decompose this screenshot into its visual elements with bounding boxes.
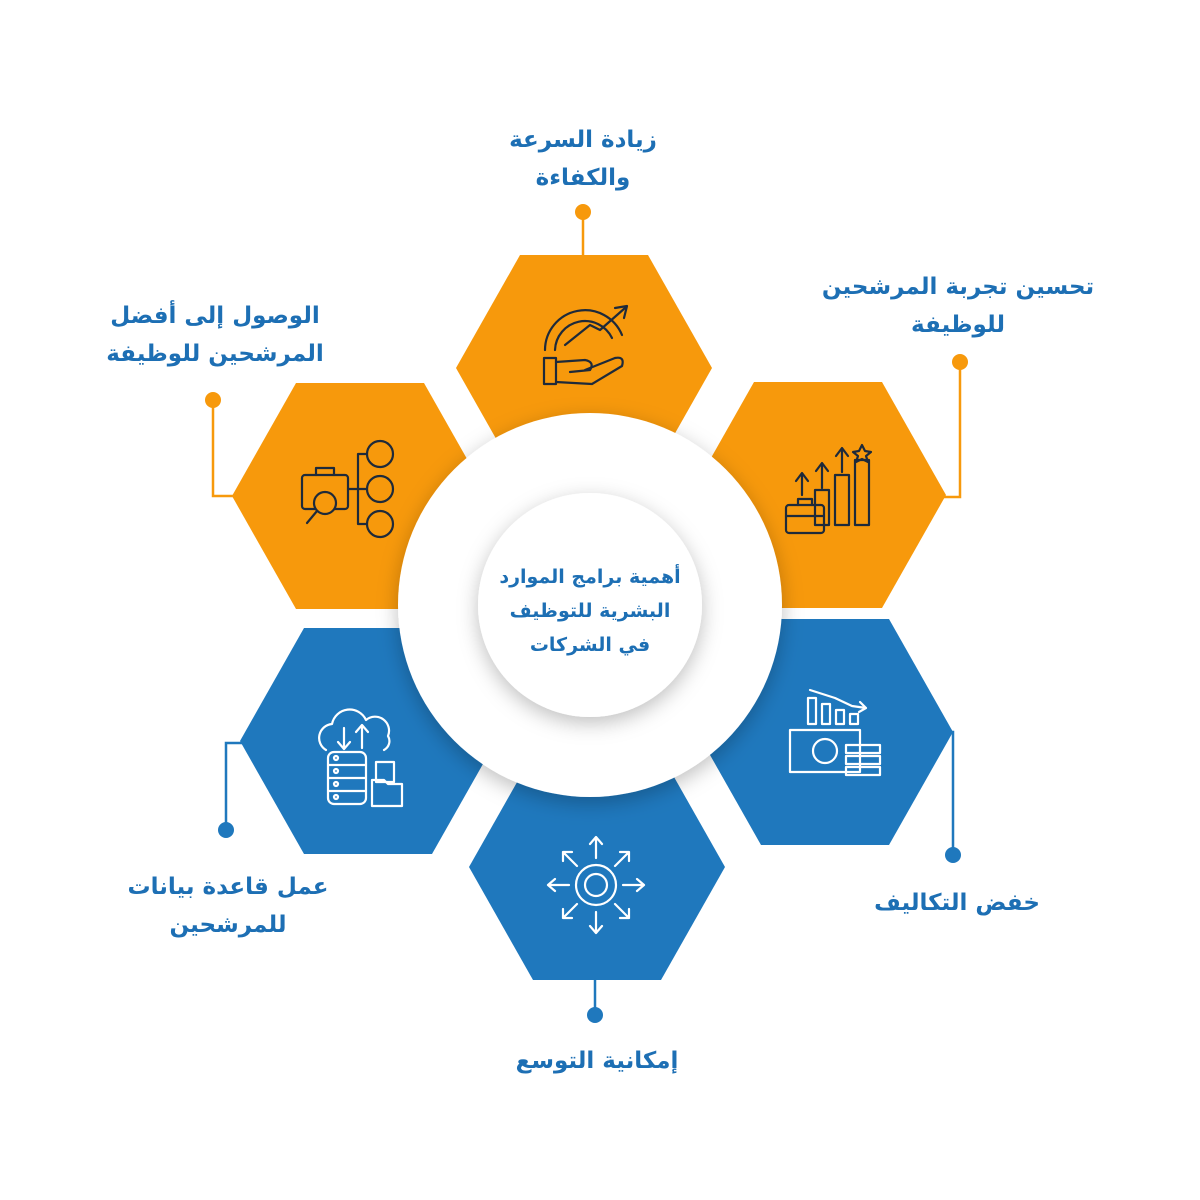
label-candidate-database: عمل قاعدة بيانات للمرشحين	[128, 868, 329, 944]
label-line: زيادة السرعة	[509, 127, 657, 153]
label-line: تحسين تجربة المرشحين	[821, 274, 1095, 300]
label-line: إمكانية التوسع	[515, 1048, 679, 1074]
connector-bottom-right	[945, 730, 955, 855]
center-circle	[478, 493, 702, 717]
label-line: للوظيفة	[910, 312, 1005, 338]
connector-bottom-left	[224, 741, 250, 830]
dot-top-right	[952, 354, 968, 370]
center-title: أهمية برامج الموارد البشرية للتوظيف في ا…	[499, 560, 680, 662]
dot-top	[575, 204, 591, 220]
label-line: للمرشحين	[169, 912, 287, 938]
label-line: عمل قاعدة بيانات	[127, 874, 329, 900]
label-line: الوصول إلى أفضل	[110, 303, 320, 329]
dot-bottom-right	[945, 847, 961, 863]
center-title-line: البشرية للتوظيف	[509, 600, 671, 622]
label-candidate-experience: تحسين تجربة المرشحين للوظيفة	[822, 268, 1094, 344]
connector-top-left	[211, 400, 240, 498]
hex-scalability	[469, 754, 725, 980]
center-title-line: في الشركات	[529, 634, 651, 656]
label-line: المرشحين للوظيفة	[106, 341, 324, 367]
label-line: والكفاءة	[535, 165, 631, 191]
label-scalability: إمكانية التوسع	[516, 1042, 679, 1080]
label-line: خفض التكاليف	[874, 890, 1040, 916]
label-speed-efficiency: زيادة السرعة والكفاءة	[509, 121, 657, 197]
speed-gauge-hand-icon	[542, 304, 629, 386]
money-cost-reduction-icon	[788, 688, 882, 777]
growth-chart-briefcase-icon	[784, 443, 873, 535]
dot-top-left	[205, 392, 221, 408]
connector-top-right	[935, 362, 962, 499]
candidates-hierarchy-icon	[300, 439, 395, 539]
label-cost-reduction: خفض التكاليف	[874, 884, 1040, 922]
label-best-candidates: الوصول إلى أفضل المرشحين للوظيفة	[106, 297, 324, 373]
dot-bottom	[587, 1007, 603, 1023]
gear-expand-icon	[546, 835, 646, 935]
cloud-database-icon	[318, 708, 404, 808]
dot-bottom-left	[218, 822, 234, 838]
center-title-line: أهمية برامج الموارد	[499, 566, 681, 588]
